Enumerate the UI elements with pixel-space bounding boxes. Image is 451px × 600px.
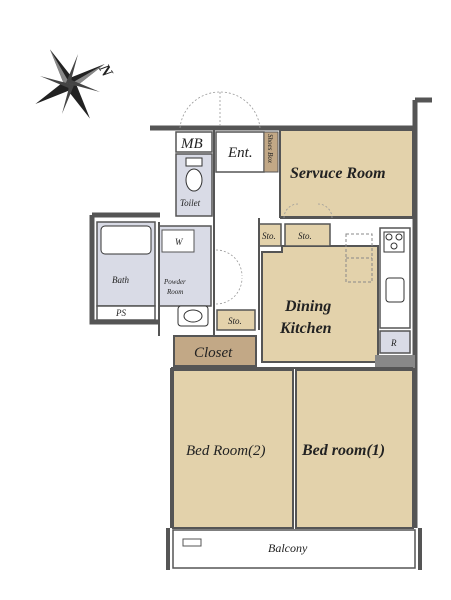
storage-closet-side-label: Sto. <box>228 316 242 326</box>
toilet-icon <box>185 157 203 192</box>
pipe-space <box>96 305 156 321</box>
toilet-label: Toilet <box>180 198 201 208</box>
bedroom-1-label: Bed room(1) <box>301 442 385 459</box>
pipe-space-label: PS <box>115 308 126 318</box>
storage-small-label: Sto. <box>262 231 276 241</box>
compass-rose-icon <box>35 49 105 119</box>
storage-wide-label: Sto. <box>298 231 312 241</box>
entrance-label: Ent. <box>227 145 253 161</box>
powder-room-label-1: Powder <box>163 278 186 286</box>
dining-kitchen-label-1: Dining <box>284 298 331 315</box>
bedroom-2-label: Bed Room(2) <box>186 443 266 459</box>
meter-box <box>175 131 213 153</box>
refrigerator-label: R <box>390 338 397 348</box>
shoes-box <box>263 131 279 173</box>
bedroom-2 <box>172 369 294 529</box>
service-room <box>279 129 414 218</box>
storage-wide <box>284 223 331 247</box>
interior-walls <box>158 128 413 528</box>
shoes-box-label: Shoes Box <box>266 134 274 164</box>
bath-label: Bath <box>112 275 129 285</box>
stove-icon <box>383 231 405 253</box>
balcony-unit <box>182 538 202 547</box>
washer-box <box>161 229 195 253</box>
service-room-label: Servuce Room <box>290 165 386 182</box>
meter-box-label: MB <box>180 136 203 152</box>
entrance <box>215 131 265 173</box>
outer-walls <box>89 97 432 528</box>
bathtub-icon <box>100 225 152 255</box>
closet-label: Closet <box>194 345 233 361</box>
corridor-door-icons <box>215 203 333 305</box>
powder-room-label-2: Room <box>166 288 183 296</box>
dining-kitchen <box>261 245 379 363</box>
washer-label: W <box>175 237 184 247</box>
entrance-door-icon <box>179 91 261 129</box>
balcony-area <box>172 529 416 569</box>
storage-closet-side <box>216 309 256 331</box>
balcony-label: Balcony <box>268 541 308 555</box>
dining-kitchen-label-2: Kitchen <box>279 320 332 337</box>
sink-icon <box>385 277 405 303</box>
compass-north-label: N <box>95 61 117 82</box>
refrigerator-box <box>379 330 411 354</box>
bedroom-1 <box>295 369 414 529</box>
